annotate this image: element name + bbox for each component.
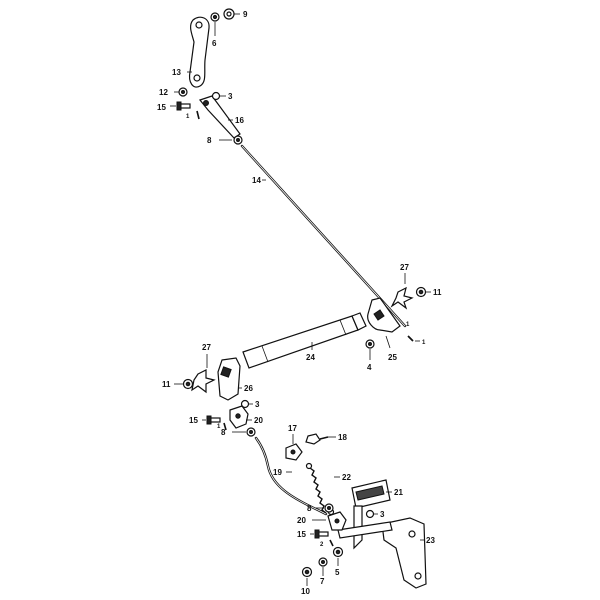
leader-lines — [170, 13, 431, 586]
long-rod-14 — [240, 144, 407, 328]
callout-20-lower: 20 — [297, 516, 306, 525]
knob-27-left — [191, 369, 216, 394]
callout-19: 19 — [273, 468, 282, 477]
nut-11-left — [182, 378, 194, 390]
wing-nut-18 — [305, 433, 329, 445]
callout-11-right: 11 — [433, 288, 442, 297]
washer-5 — [332, 546, 344, 558]
bracket-17 — [285, 443, 303, 461]
callout-20-mid: 20 — [254, 416, 263, 425]
pin-1-right — [407, 335, 414, 342]
callout-3-lower: 3 — [380, 510, 385, 519]
bolt-15-top — [176, 101, 191, 111]
callout-27-left: 27 — [202, 343, 211, 352]
shaft-lower — [337, 521, 393, 539]
callout-27-right: 27 — [400, 263, 409, 272]
washer-3-mid — [240, 399, 250, 409]
callout-8-lower: 8 — [307, 504, 312, 513]
callout-17: 17 — [288, 424, 297, 433]
callout-8-top: 8 — [207, 136, 212, 145]
callout-6: 6 — [212, 39, 217, 48]
callout-26: 26 — [244, 384, 253, 393]
bolt-15-lower — [314, 529, 329, 539]
callout-7: 7 — [320, 577, 325, 586]
callout-14: 14 — [252, 176, 261, 185]
bracket-23 — [381, 517, 427, 589]
callout-23: 23 — [426, 536, 435, 545]
callout-9: 9 — [243, 10, 248, 19]
pin-1-mid — [223, 422, 227, 431]
callout-8-mid: 8 — [221, 428, 226, 437]
pin-2-lower — [329, 539, 334, 547]
callout-5: 5 — [335, 568, 340, 577]
upper-arm-13 — [188, 16, 210, 88]
clevis-20-mid — [229, 405, 249, 429]
callout-15-lower: 15 — [297, 530, 306, 539]
clevis-20-lower — [327, 511, 347, 531]
bolt-15-mid — [206, 415, 221, 425]
callout-3-top: 3 — [228, 92, 233, 101]
callout-16: 16 — [235, 116, 244, 125]
lever-25 — [367, 297, 401, 333]
cross-shaft-24 — [242, 312, 367, 369]
knob-27-right — [390, 286, 414, 310]
callout-15-top: 15 — [157, 103, 166, 112]
callout-10: 10 — [301, 587, 310, 596]
pin-1-top — [196, 110, 200, 120]
washer-3-top — [211, 91, 221, 101]
washer-12 — [178, 87, 188, 97]
nut-8-top — [233, 135, 243, 145]
callout-3-mid: 3 — [255, 400, 260, 409]
callout-1-right: 1 — [422, 340, 426, 346]
nut-11-right — [415, 286, 427, 298]
callout-25: 25 — [388, 353, 397, 362]
callout-15-mid: 15 — [189, 416, 198, 425]
washer-3-lower — [365, 509, 375, 519]
callout-22: 22 — [342, 473, 351, 482]
nut-8-mid — [246, 427, 256, 437]
nut-8-lower — [324, 503, 334, 513]
nut-10 — [301, 566, 313, 578]
washer-6 — [210, 12, 220, 22]
lever-26 — [217, 357, 241, 401]
bent-rod-19 — [254, 436, 328, 516]
callout-18: 18 — [338, 433, 347, 442]
clevis-16 — [198, 95, 241, 139]
callout-1-mid: 1 — [217, 424, 221, 430]
callout-1-top: 1 — [186, 114, 190, 120]
callout-21: 21 — [394, 488, 403, 497]
washer-7 — [318, 557, 328, 567]
callout-24: 24 — [306, 353, 315, 362]
callout-11-left: 11 — [162, 380, 171, 389]
callout-13: 13 — [172, 68, 181, 77]
callout-4: 4 — [367, 363, 372, 372]
callout-12: 12 — [159, 88, 168, 97]
callout-1-extra: 1 — [406, 322, 410, 328]
washer-4 — [365, 339, 375, 349]
callout-2-lower: 2 — [320, 542, 324, 548]
pedal-21 — [351, 479, 391, 550]
nut-9 — [223, 8, 235, 20]
